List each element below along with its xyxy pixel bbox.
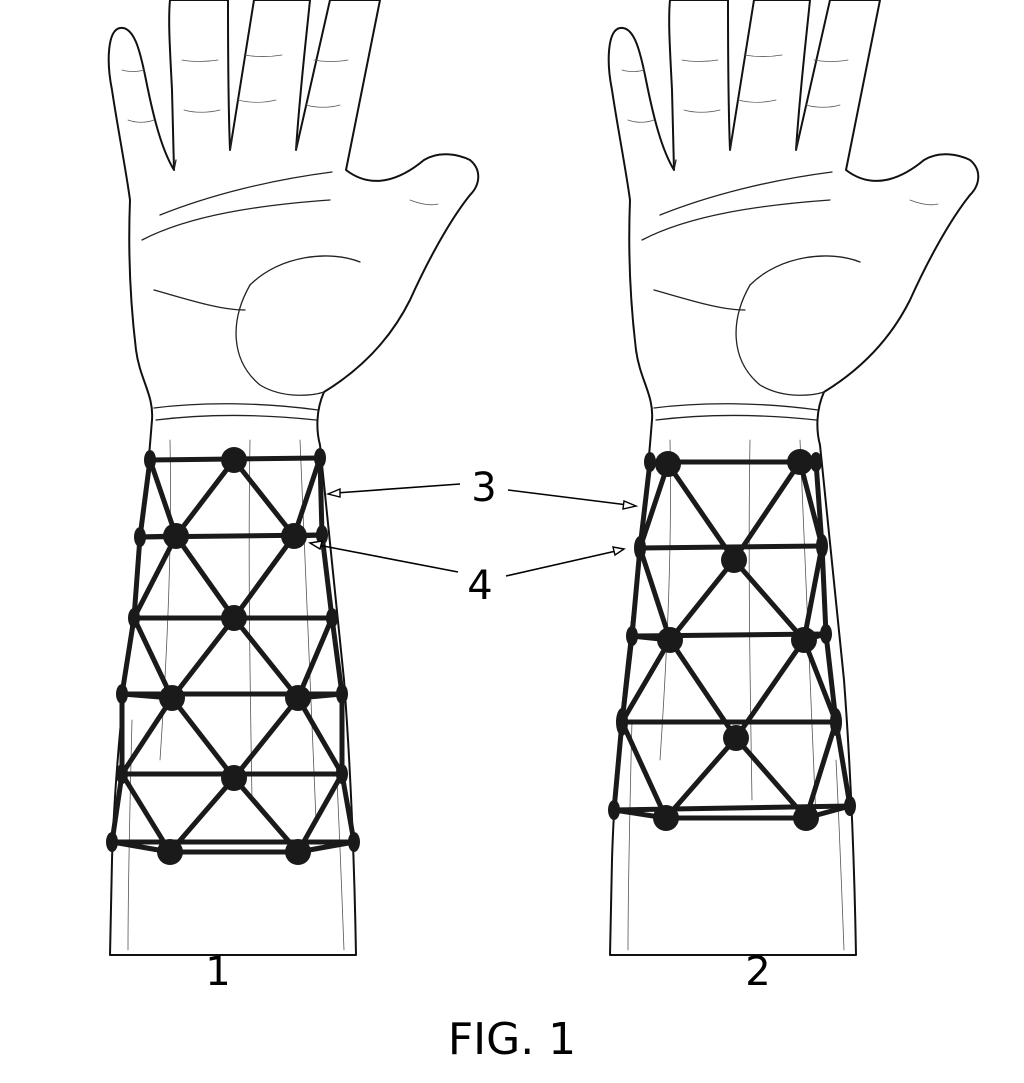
figure-caption: FIG. 1 [447, 1014, 577, 1065]
panel-label-1: 1 [205, 949, 231, 995]
panel-2-mesh-sleeve [608, 449, 856, 831]
panel-label-2: 2 [745, 949, 771, 995]
callout-label-3: 3 [471, 465, 497, 511]
callout-4-leaders [308, 540, 626, 577]
callout-3-leaders [325, 483, 639, 510]
panel-1-mesh-sleeve [106, 447, 360, 865]
callout-label-4: 4 [467, 563, 493, 609]
panel-1-hand [107, 0, 480, 956]
